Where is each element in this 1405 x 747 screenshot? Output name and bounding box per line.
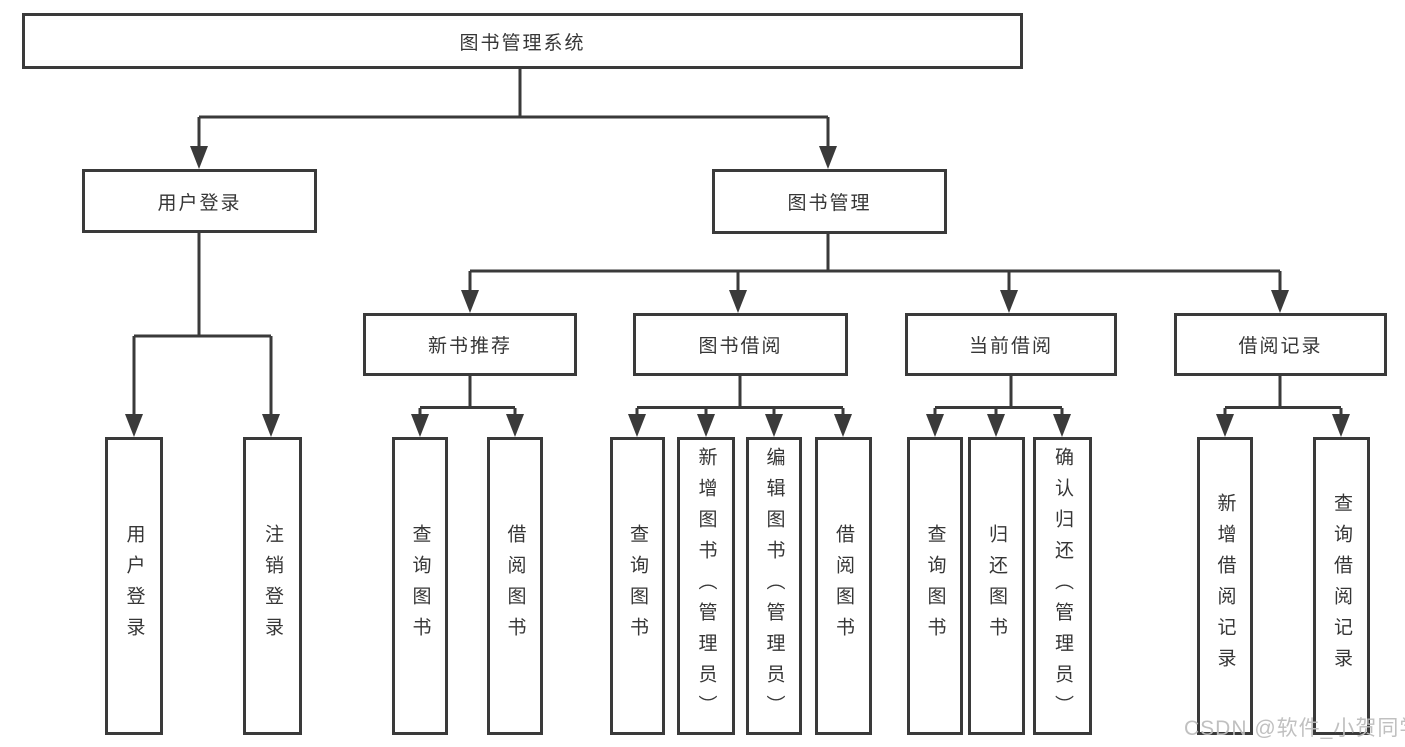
node-label: 图书管理系统	[459, 32, 586, 54]
node-label: 借阅记录	[1238, 336, 1323, 357]
node-borrowing-records: 借阅记录	[1174, 313, 1387, 376]
node-book-borrowing: 图书借阅	[633, 313, 848, 376]
leaf-borrow-books-recommend: 借阅图书	[487, 437, 543, 735]
node-label: 图书借阅	[698, 336, 783, 357]
node-label: 借阅图书	[504, 524, 526, 648]
leaf-logout: 注销登录	[243, 437, 302, 735]
csdn-watermark: CSDN @软件_小贺同学	[1184, 717, 1405, 740]
leaf-borrow-books-borrowing: 借阅图书	[815, 437, 872, 735]
leaf-add-borrow-record: 新增借阅记录	[1197, 437, 1253, 735]
node-label: 编辑图书（管理员）	[763, 446, 785, 726]
node-label: 查询图书	[627, 524, 648, 648]
node-current-borrowing: 当前借阅	[905, 313, 1117, 376]
node-label: 图书管理	[787, 193, 872, 214]
node-label: 借阅图书	[833, 524, 854, 648]
leaf-edit-book-admin: 编辑图书（管理员）	[746, 437, 802, 735]
node-label: 查询图书	[409, 524, 431, 648]
leaf-query-books-current: 查询图书	[907, 437, 963, 735]
node-label: 新书推荐	[427, 336, 512, 357]
node-label: 用户登录	[157, 192, 242, 214]
arrowheads	[125, 117, 1350, 437]
node-label: 注销登录	[262, 524, 283, 648]
trunk-lines	[134, 68, 1341, 409]
node-label: 确认归还（管理员）	[1052, 446, 1073, 726]
leaf-add-book-admin: 新增图书（管理员）	[677, 437, 735, 735]
node-label: 查询图书	[924, 524, 946, 648]
node-label: 新增图书（管理员）	[695, 446, 717, 726]
node-book-management: 图书管理	[712, 169, 947, 234]
leaf-return-books: 归还图书	[968, 437, 1025, 735]
leaf-user-login: 用户登录	[105, 437, 163, 735]
node-label: 查询借阅记录	[1331, 493, 1352, 679]
leaf-query-books-borrowing: 查询图书	[610, 437, 665, 735]
node-label: 用户登录	[123, 524, 145, 648]
node-user-login: 用户登录	[82, 169, 317, 233]
node-label: 归还图书	[986, 524, 1007, 648]
leaf-confirm-return-admin: 确认归还（管理员）	[1033, 437, 1092, 735]
node-library-management-system: 图书管理系统	[22, 13, 1023, 69]
leaf-query-borrow-record: 查询借阅记录	[1313, 437, 1370, 735]
node-new-book-recommendation: 新书推荐	[363, 313, 577, 376]
node-label: 新增借阅记录	[1214, 493, 1236, 679]
node-label: 当前借阅	[968, 336, 1053, 357]
leaf-query-books-recommend: 查询图书	[392, 437, 448, 735]
